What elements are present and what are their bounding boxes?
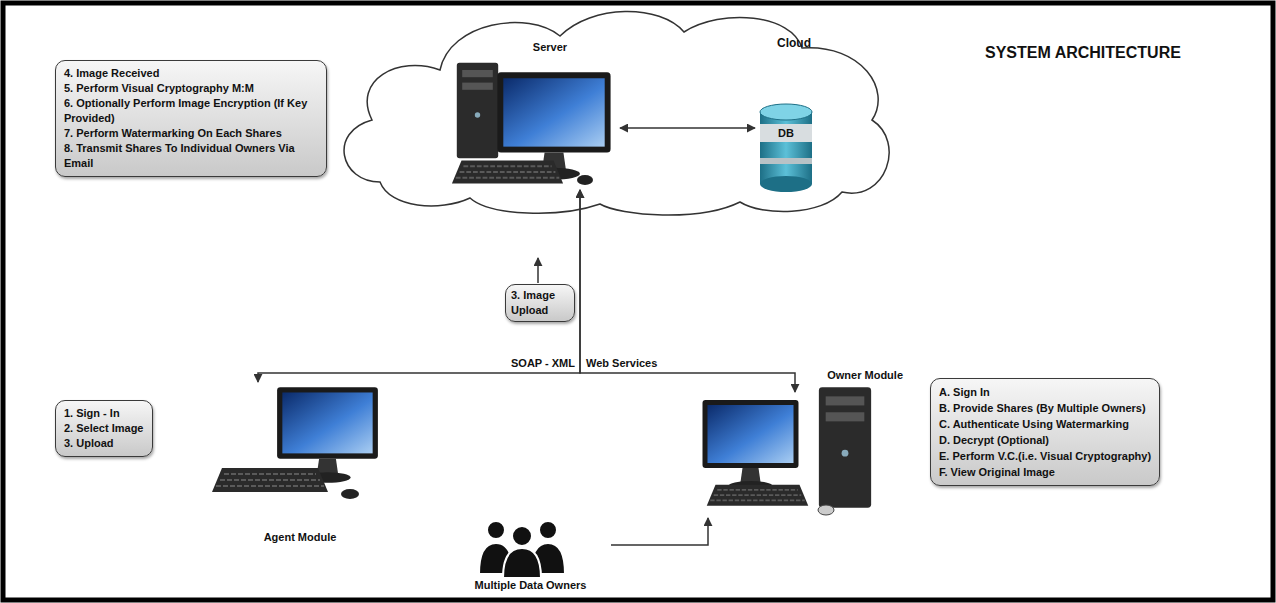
step-text: 7. Perform Watermarking On Each Shares — [64, 126, 318, 141]
database-cylinder — [760, 104, 812, 192]
node-label: Server — [440, 40, 620, 55]
step-text: 8. Transmit Shares To Individual Owners … — [64, 141, 318, 171]
step-list-box: 4. Image Received5. Perform Visual Crypt… — [55, 60, 327, 177]
server-node: Server — [440, 40, 620, 190]
connector-arrow — [620, 127, 755, 129]
step-text: 3. Image Upload — [511, 288, 569, 318]
step-text: 6. Optionally Perform Image Encryption (… — [64, 96, 318, 126]
protocol-label: Web Services — [586, 357, 657, 369]
connector-arrow — [258, 190, 580, 382]
frame — [3, 3, 1273, 600]
cloud-outline — [344, 11, 889, 215]
region-label: Cloud — [777, 36, 811, 51]
step-text: B. Provide Shares (By Multiple Owners) — [939, 400, 1151, 416]
diagram-title: SYSTEM ARCHITECTURE — [985, 44, 1181, 62]
step-text: F. View Original Image — [939, 464, 1151, 480]
step-text: 4. Image Received — [64, 66, 318, 81]
node-label: Multiple Data Owners — [440, 578, 621, 593]
step-text: D. Decrypt (Optional) — [939, 432, 1151, 448]
protocol-label: SOAP - XML — [511, 357, 575, 369]
agent-computer-node: Agent Module — [205, 382, 385, 547]
step-text: 3. Upload — [64, 436, 144, 451]
step-text: C. Authenticate Using Watermarking — [939, 416, 1151, 432]
owner-computer — [703, 387, 872, 515]
connector-arrow — [611, 518, 708, 545]
cloud-region: Cloud ServerDB — [345, 6, 900, 211]
step-text: 5. Perform Visual Cryptography M:M — [64, 81, 318, 96]
step-text: E. Perform V.C.(i.e. Visual Cryptography… — [939, 448, 1151, 464]
server-computer — [452, 63, 611, 185]
database-node: DB — [755, 104, 817, 192]
people-icon — [479, 521, 565, 578]
step-list-box: 1. Sign - In2. Select Image3. Upload — [55, 400, 153, 457]
step-text: 1. Sign - In — [64, 406, 144, 421]
upload-step-box: 3. Image Upload — [505, 284, 575, 322]
step-text: A. Sign In — [939, 384, 1151, 400]
node-label: Agent Module — [205, 530, 385, 545]
connector-arrow — [580, 190, 795, 392]
agent-computer — [212, 387, 378, 499]
upload-arrow — [537, 258, 539, 283]
owner-computer-node: Owner Module — [700, 392, 897, 518]
step-list-box: A. Sign InB. Provide Shares (By Multiple… — [930, 378, 1160, 486]
node-label: Owner Module — [827, 368, 903, 383]
data-owners-node: Multiple Data Owners — [450, 515, 611, 595]
step-text: 2. Select Image — [64, 421, 144, 436]
node-label: DB — [755, 126, 817, 141]
